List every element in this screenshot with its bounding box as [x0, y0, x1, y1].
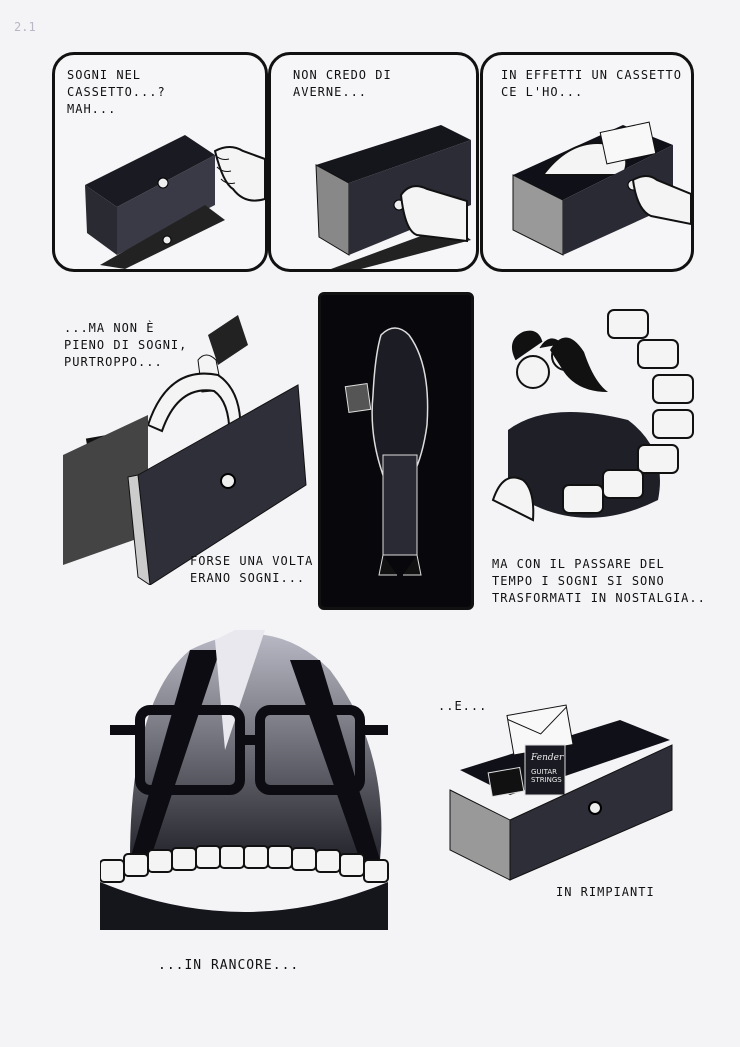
panel-4-caption-top: ...MA NON È PIENO DI SOGNI, PURTROPPO...: [64, 321, 188, 369]
panel-4-caption-bottom: FORSE UNA VOLTA ERANO SOGNI...: [190, 554, 314, 585]
panel-2-caption: NON CREDO DI AVERNE...: [293, 68, 392, 99]
panel-2-drawer-illustration: [315, 125, 471, 269]
panel-1-caption: SOGNI NEL CASSETTO...? MAH...: [67, 68, 166, 116]
guitar-strings-brand: Fender: [530, 753, 564, 763]
panel-5: [318, 292, 474, 610]
panel-7-caption: ...IN RANCORE...: [158, 958, 300, 973]
panel-2: NON CREDO DI AVERNE...: [268, 52, 479, 272]
panel-5-silhouette-illustration: [344, 327, 429, 576]
page-corner-mark: 2.1: [14, 20, 36, 34]
panel-1: SOGNI NEL CASSETTO...? MAH...: [52, 52, 268, 272]
panel-6-caption: MA CON IL PASSARE DEL TEMPO I SOGNI SI S…: [492, 557, 706, 605]
panel-1-drawers-illustration: [85, 135, 265, 269]
panel-8-caption-bottom: IN RIMPIANTI: [556, 885, 655, 899]
panel-7-face-illustration: [100, 630, 389, 930]
panel-3-caption: IN EFFETTI UN CASSETTO CE L'HO...: [501, 68, 682, 99]
panel-8-caption-top: ..E...: [438, 699, 488, 713]
panel-3: IN EFFETTI UN CASSETTO CE L'HO...: [480, 52, 694, 272]
panel-3-open-drawer-illustration: [512, 121, 691, 256]
panel-4-drawer-with-items-illustration: [63, 315, 307, 585]
panel-6-nostalgia-illustration: [491, 309, 694, 522]
